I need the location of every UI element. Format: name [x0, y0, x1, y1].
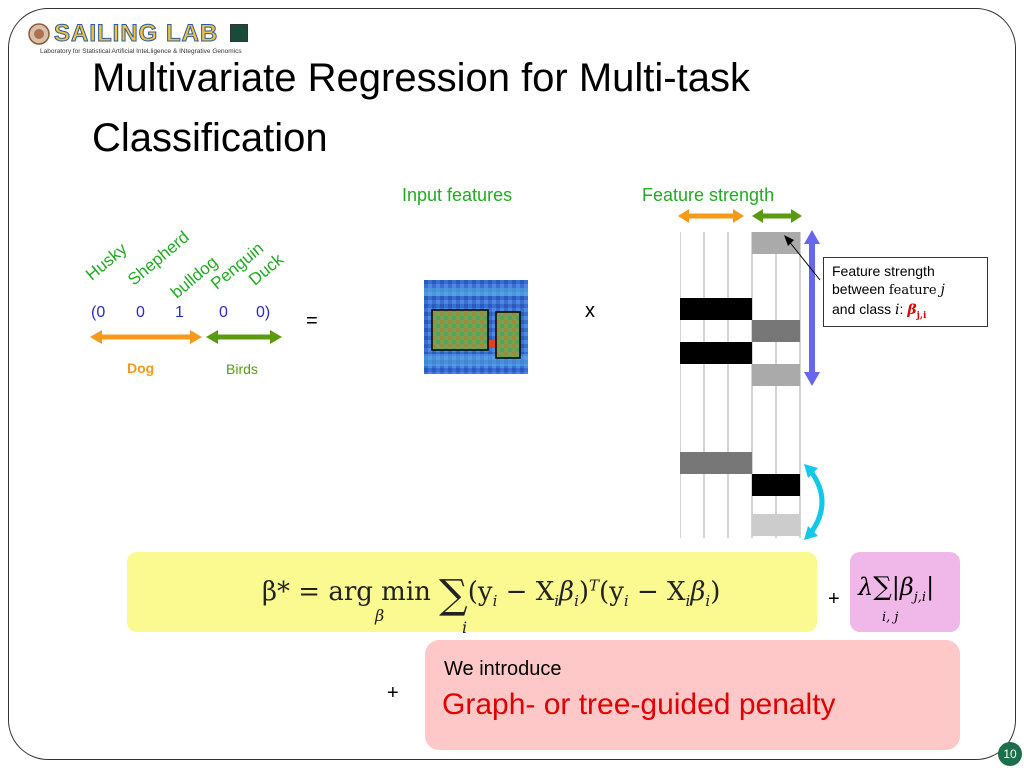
callout-line2: between feature j: [832, 281, 945, 298]
logo-badge: [230, 24, 248, 42]
logo-text: SAILING LAB: [53, 20, 219, 48]
heatmap-image: [424, 280, 528, 374]
dog-group-label: Dog: [127, 360, 155, 376]
group-arrows: [90, 330, 282, 344]
intro-line2: Graph- or tree-guided penalty: [442, 688, 836, 721]
strength-bird-arrow: [752, 209, 802, 223]
callout-line1: Feature strength: [832, 263, 935, 279]
logo-subtitle: Laboratory for Statistical Artificial In…: [40, 48, 242, 55]
plus-sign-2: +: [387, 682, 399, 704]
feature-strength-label: Feature strength: [642, 185, 775, 205]
page-number-badge: 10: [998, 742, 1022, 766]
vector-v2: 0: [136, 304, 145, 321]
vector-v4: 0: [219, 304, 228, 321]
times-sign: x: [585, 300, 595, 322]
penalty-text: λ∑|βj,i|: [858, 572, 935, 605]
coefficient-matrix: [679, 232, 802, 538]
objective-formula: β* = arg min β ∑i(yi − Xiβi)T(yi − Xiβi): [127, 552, 817, 637]
formula-text: β* = arg min β ∑i(yi − Xiβi)T(yi − Xiβi): [262, 572, 721, 637]
feature-strength-callout: Feature strength between feature j and c…: [823, 257, 988, 327]
vector-close: 0): [256, 304, 271, 321]
vertical-blue-arrow: [804, 230, 820, 386]
seal-icon: [28, 23, 50, 45]
page-number: 10: [1003, 747, 1017, 761]
callout-line3: and class i: βj,i: [832, 301, 927, 321]
vector-v3: 1: [175, 304, 184, 321]
strength-dog-arrow: [678, 209, 744, 223]
intro-line1: We introduce: [444, 658, 562, 680]
birds-arrow: [206, 330, 282, 344]
plus-sign-1: +: [828, 588, 840, 610]
birds-group-label: Birds: [226, 361, 258, 377]
logo: SAILING LAB Laboratory for Statistical A…: [28, 20, 268, 60]
strength-arrows: [678, 209, 802, 223]
dog-arrow: [90, 330, 202, 344]
cyan-curved-arrow: [804, 464, 825, 540]
input-feature-heatmap: [424, 280, 528, 374]
penalty-sum-sub: i, j: [882, 610, 899, 625]
input-features-label: Input features: [402, 185, 513, 205]
slide-title: Multivariate Regression for Multi-task C…: [92, 56, 750, 160]
callout-pointer: [784, 235, 821, 281]
slide-frame: [8, 8, 1016, 760]
equals-sign: =: [306, 310, 318, 332]
graph-penalty-box: We introduce Graph- or tree-guided penal…: [425, 640, 960, 750]
vector-open: (0: [91, 304, 106, 321]
matrix-image: [679, 232, 801, 538]
l1-penalty: λ∑|βj,i| i, j: [850, 552, 960, 632]
